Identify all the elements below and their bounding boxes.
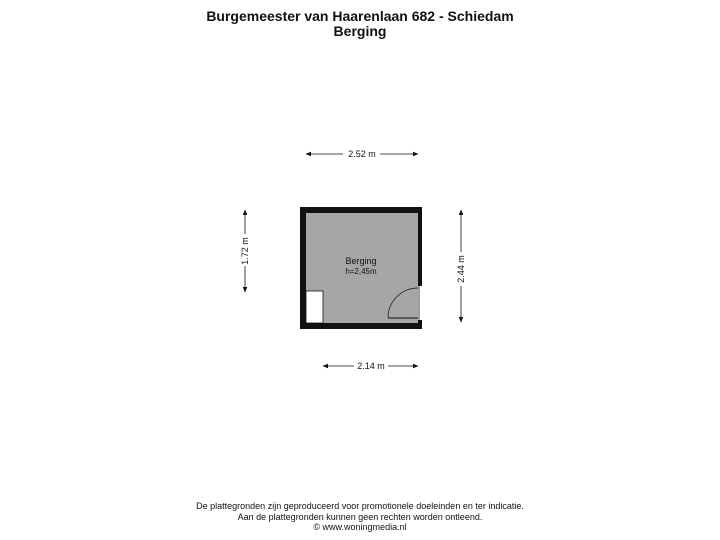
dimension-top-label: 2.52 m (348, 149, 376, 159)
plan-address-title: Burgemeester van Haarenlaan 682 - Schied… (206, 8, 514, 24)
dimension-right-label: 2.44 m (456, 255, 466, 283)
dimension-left: 1.72 m (240, 209, 250, 293)
dimension-bottom-label: 2.14 m (357, 361, 385, 371)
room-berging: Berging h=2,45m (300, 207, 422, 329)
door-swing-arc (387, 287, 419, 319)
dimension-left-label: 1.72 m (240, 237, 250, 265)
dimension-right: 2.44 m (456, 209, 466, 323)
door-opening (418, 286, 422, 320)
copyright-line: © www.woningmedia.nl (313, 522, 407, 532)
disclaimer-line-2: Aan de plattegronden kunnen geen rechten… (237, 512, 483, 522)
dimension-bottom: 2.14 m (322, 361, 419, 371)
cupboard-block (305, 290, 324, 324)
disclaimer-line-1: De plattegronden zijn geproduceerd voor … (196, 501, 524, 511)
plan-floor-title: Berging (333, 23, 387, 39)
room-name-label: Berging (345, 256, 376, 266)
room-floor (306, 213, 418, 323)
room-height-label: h=2,45m (345, 267, 377, 276)
dimension-top: 2.52 m (305, 149, 419, 159)
